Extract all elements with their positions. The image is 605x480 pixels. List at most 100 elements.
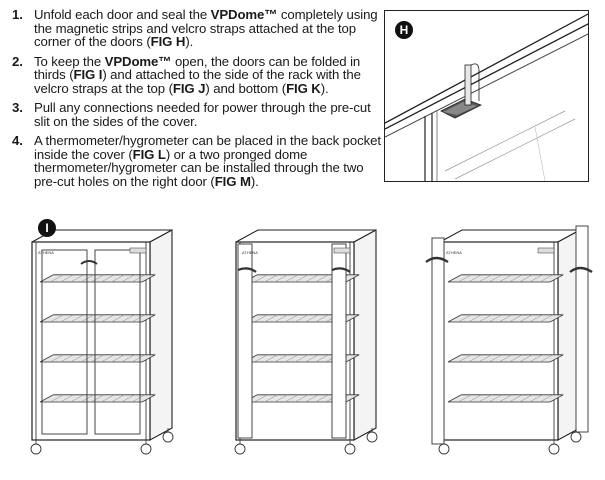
step-emphasis: FIG L <box>132 146 166 162</box>
shelf-wire <box>529 354 543 363</box>
shelf-wire <box>90 394 105 403</box>
shelf-wire <box>498 394 513 403</box>
shelf-wire <box>488 314 503 323</box>
step-text: A thermometer/hygrometer can be placed i… <box>34 133 381 162</box>
shelf-wire <box>274 394 288 403</box>
door-left <box>41 249 88 435</box>
shelf-wire <box>254 314 268 323</box>
shelf-wire <box>50 314 64 323</box>
shelf-wire <box>305 314 319 323</box>
step-text: ) and bottom ( <box>205 80 287 96</box>
shelf-wire <box>305 274 319 283</box>
shelf-wire <box>60 354 74 363</box>
rack-brand-label: ATHENA <box>446 250 462 255</box>
shelf-wire <box>305 394 319 403</box>
rack-brand-label: ATHENA <box>242 250 258 255</box>
step-number: 1. <box>12 7 23 22</box>
step-number: 3. <box>12 100 23 115</box>
folded-door-left <box>431 237 445 445</box>
shelf-wire <box>539 394 554 403</box>
shelf-wire <box>254 394 268 403</box>
shelf-wire <box>60 394 74 403</box>
shelf-wire <box>121 354 135 363</box>
shelf-wire <box>478 314 492 323</box>
step-emphasis: FIG I <box>73 67 103 82</box>
shelf-wire <box>264 274 278 283</box>
step-text: open, the doors can be folded in thirds … <box>34 53 361 82</box>
shelf-wire <box>60 314 74 323</box>
shelf-wire <box>70 314 84 323</box>
shelf-wire <box>264 394 278 403</box>
shelf-wire <box>274 314 288 323</box>
shelf-wire <box>60 274 74 283</box>
shelf-wire <box>294 394 309 403</box>
velcro-strap <box>425 256 449 264</box>
instruction-step: 1.Unfold each door and seal the VPDome™ … <box>12 8 382 49</box>
step-emphasis: VPDome™ <box>104 53 172 69</box>
shelf-wire <box>468 314 482 323</box>
step-text: ). <box>185 34 194 49</box>
caster-wheel <box>30 443 42 455</box>
shelf-wire <box>284 394 299 403</box>
step-emphasis: FIG M <box>214 173 251 189</box>
shelf-wire <box>50 354 64 363</box>
caster-wheel <box>548 443 560 455</box>
shelf-wire <box>488 274 503 283</box>
step-number: 2. <box>12 53 23 69</box>
shelf-wire <box>90 314 105 323</box>
shelf-wire <box>111 314 125 323</box>
shelf-wire <box>294 274 309 283</box>
shelf-wire <box>294 354 309 363</box>
shelf-wire <box>305 354 319 363</box>
instruction-step: 3. Pull any connections needed for power … <box>12 101 382 128</box>
step-emphasis: FIG J <box>172 80 206 96</box>
shelf-wire <box>284 354 299 363</box>
folded-door-right <box>575 225 589 433</box>
shelf-wire <box>509 274 523 283</box>
shelf-wire <box>90 354 105 363</box>
shelf-wire <box>539 274 554 283</box>
shelf-wire <box>315 394 329 403</box>
shelf-wire <box>111 394 125 403</box>
shelf-wire <box>498 274 513 283</box>
step-text: ) and attached to the side of the rack w… <box>34 67 361 96</box>
velcro-strap <box>237 267 257 273</box>
step-emphasis: FIG H <box>150 34 186 49</box>
shelf-wire <box>131 354 146 363</box>
shelf-wire <box>519 314 533 323</box>
rack-plate <box>333 247 351 254</box>
shelf-wire <box>131 274 146 283</box>
shelf-wire <box>498 314 513 323</box>
shelf-wire <box>264 314 278 323</box>
folded-door-left <box>237 243 253 439</box>
shelf-wire <box>101 314 115 323</box>
shelf-wire <box>519 394 533 403</box>
shelf-wire <box>70 274 84 283</box>
shelf-wire <box>90 274 105 283</box>
shelf-wire <box>519 354 533 363</box>
folded-door-right <box>331 243 347 439</box>
shelf-wire <box>498 354 513 363</box>
shelf-wire <box>488 394 503 403</box>
shelf-wire <box>529 394 543 403</box>
shelf-wire <box>294 314 309 323</box>
step-text: To keep the <box>34 53 105 69</box>
shelf-wire <box>315 274 329 283</box>
step-text: completely using the magnetic strips and… <box>34 7 378 49</box>
rack-plate <box>537 247 555 254</box>
shelf-wire <box>101 354 115 363</box>
caster-wheel <box>366 431 378 443</box>
shelf-wire <box>458 394 472 403</box>
shelf-wire <box>539 314 554 323</box>
shelf-wire <box>529 274 543 283</box>
shelf-wire <box>274 354 288 363</box>
step-emphasis: VPDome™ <box>210 7 278 22</box>
rack-side <box>353 229 377 441</box>
caster-wheel <box>344 443 356 455</box>
step-text: Pull any connections needed for power th… <box>34 100 371 129</box>
shelf-wire <box>254 354 268 363</box>
step-text: ). <box>320 80 329 96</box>
step-number: 4. <box>12 133 23 148</box>
instruction-list: 1.Unfold each door and seal the VPDome™ … <box>12 8 382 194</box>
